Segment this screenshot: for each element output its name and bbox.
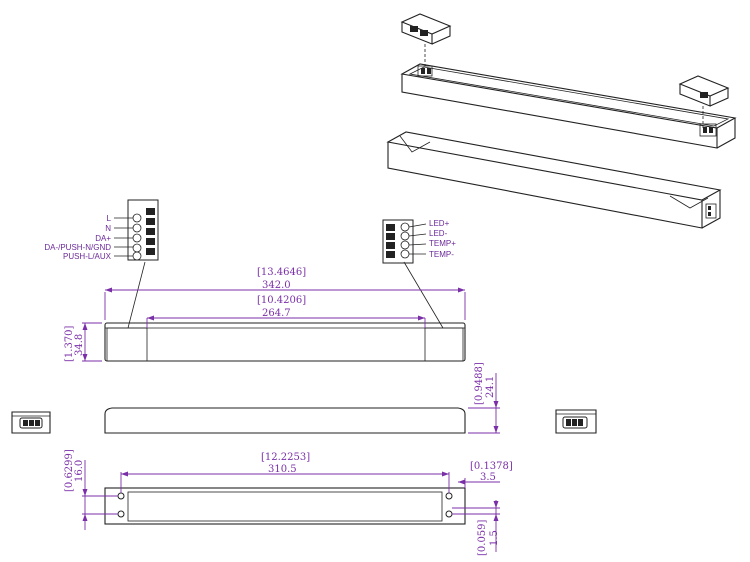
dimension-mm: 1.5 bbox=[489, 530, 500, 546]
dimension-inch: [0.9488] bbox=[474, 362, 485, 405]
mount-offset-dimension: [0.1378] 3.5 bbox=[458, 461, 513, 488]
terminal-label: LED- bbox=[429, 229, 448, 238]
inner-length-dimension: [10.4206] 264.7 bbox=[146, 295, 426, 328]
closed-housing bbox=[386, 131, 722, 229]
output-terminal-block: LED+ LED- TEMP+ TEMP- bbox=[382, 219, 456, 264]
isometric-view bbox=[386, 13, 737, 229]
terminal-label: DA-/PUSH-N/GND bbox=[44, 243, 111, 252]
bottom-view bbox=[104, 487, 466, 525]
dimension-mm: 16.0 bbox=[74, 460, 85, 482]
dimension-mm: 3.5 bbox=[480, 472, 496, 483]
dimension-mm: 34.8 bbox=[74, 334, 85, 356]
dimension-inch: [1.370] bbox=[64, 325, 75, 362]
end-view-right bbox=[555, 409, 597, 434]
top-view bbox=[104, 322, 466, 362]
dimension-inch: [0.1378] bbox=[470, 461, 513, 472]
mount-spacing-dimension: [12.2253] 310.5 bbox=[120, 452, 450, 493]
dimension-inch: [0.059] bbox=[477, 519, 488, 556]
dimension-inch: [0.6299] bbox=[64, 449, 75, 492]
hole-dimension: [0.059] 1.5 bbox=[452, 500, 500, 556]
height-dimension: [0.9488] 24.1 bbox=[468, 362, 500, 434]
terminal-label: LED+ bbox=[429, 219, 450, 228]
dimension-inch: [10.4206] bbox=[257, 295, 306, 306]
terminal-label: DA+ bbox=[95, 234, 111, 243]
mount-width-dimension: [0.6299] 16.0 bbox=[64, 449, 118, 530]
terminal-label: L bbox=[107, 214, 112, 223]
input-terminal-block: L N DA+ DA-/PUSH-N/GND PUSH-L/AUX bbox=[44, 199, 159, 261]
open-housing bbox=[400, 63, 737, 149]
end-cap-top bbox=[400, 13, 452, 66]
dimension-mm: 24.1 bbox=[485, 376, 496, 398]
dimension-inch: [12.2253] bbox=[261, 452, 310, 463]
dimension-mm: 342.0 bbox=[262, 280, 291, 291]
terminal-label: TEMP+ bbox=[429, 239, 456, 248]
width-dimension: [1.370] 34.8 bbox=[64, 322, 102, 362]
dimension-mm: 264.7 bbox=[262, 308, 291, 319]
overall-length-dimension: [13.4646] 342.0 bbox=[104, 267, 466, 320]
side-view bbox=[104, 407, 466, 434]
terminal-label: TEMP- bbox=[429, 250, 454, 259]
dimension-inch: [13.4646] bbox=[257, 267, 306, 278]
terminal-label: N bbox=[105, 224, 111, 233]
end-cap-right bbox=[678, 75, 730, 128]
terminal-label: PUSH-L/AUX bbox=[63, 252, 112, 261]
end-view-left bbox=[11, 411, 51, 434]
dimension-mm: 310.5 bbox=[268, 464, 297, 475]
